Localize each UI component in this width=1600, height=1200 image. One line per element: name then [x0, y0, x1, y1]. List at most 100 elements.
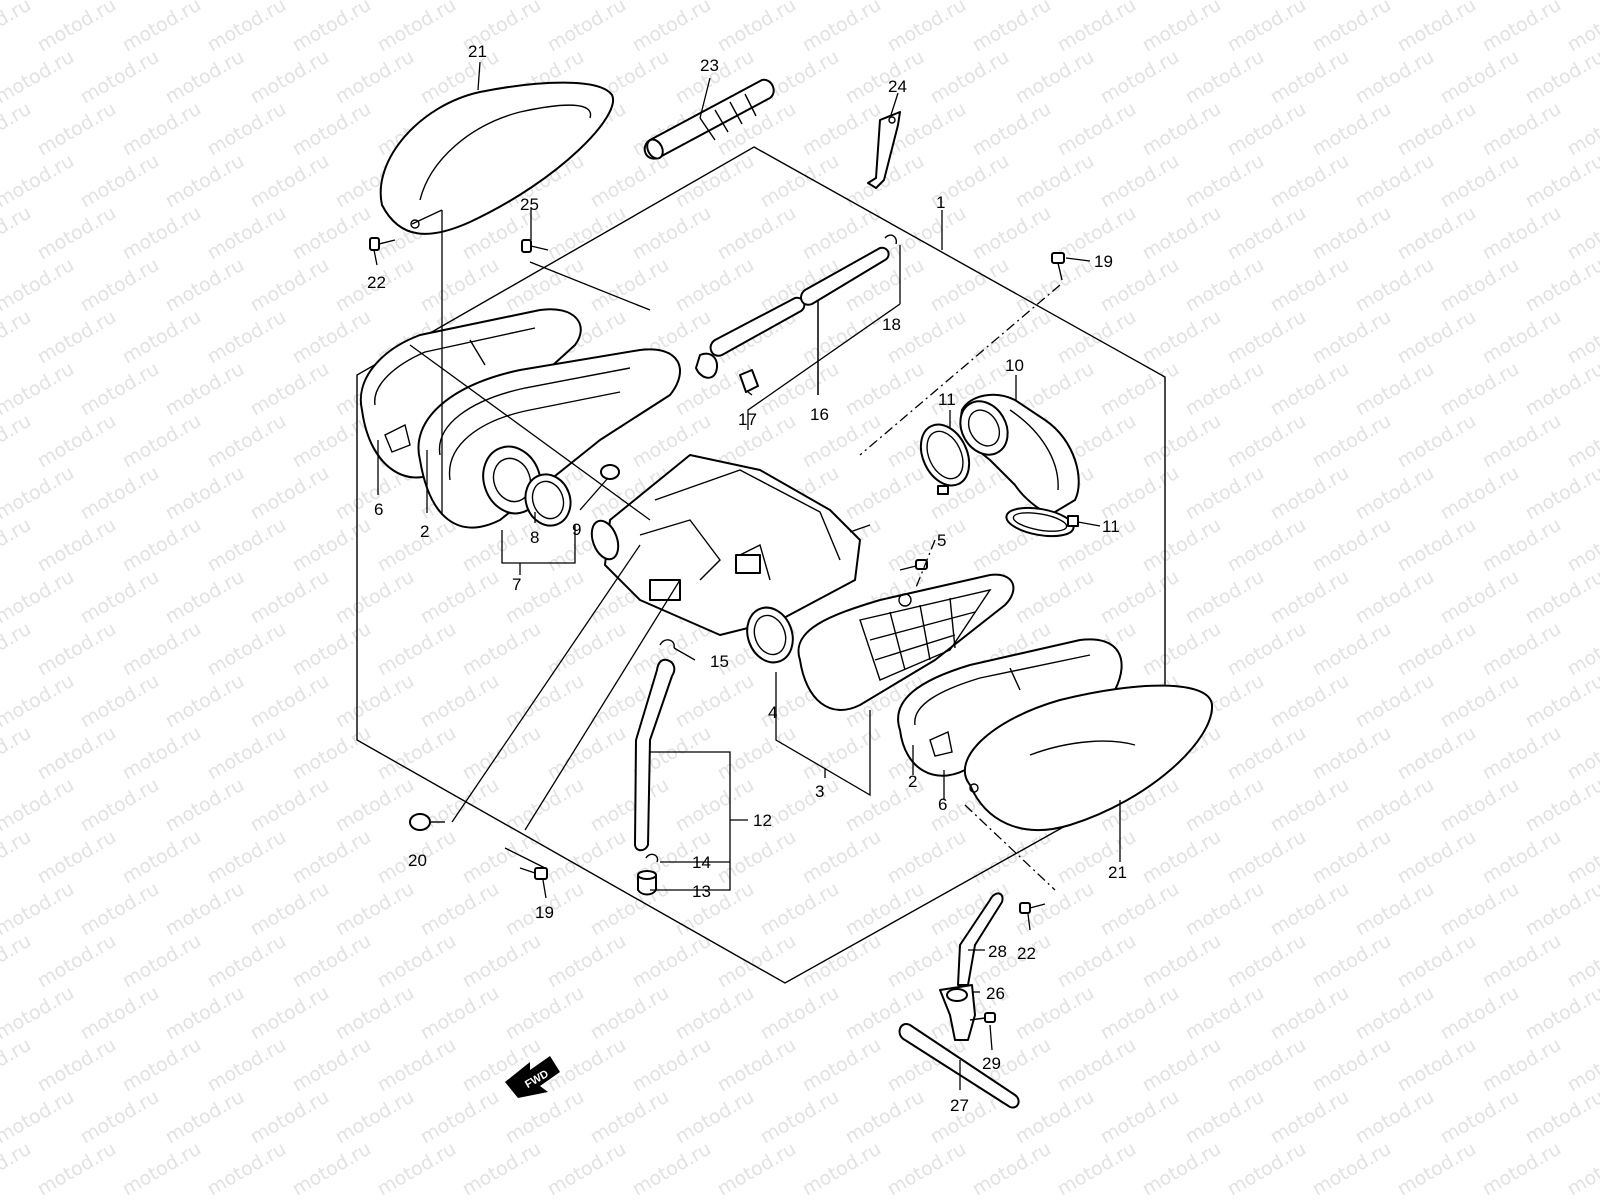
watermark-text: motod.ru [1097, 566, 1183, 629]
watermark-text: motod.ru [1309, 1138, 1395, 1200]
watermark-text: motod.ru [1479, 1138, 1565, 1200]
watermark-text: motod.ru [1522, 150, 1600, 213]
watermark-text: motod.ru [1267, 150, 1353, 213]
watermark-text: motod.ru [1394, 306, 1480, 369]
watermark-text: motod.ru [34, 514, 120, 577]
right-cover-part-21 [963, 684, 1214, 831]
callout-16: 16 [810, 405, 829, 424]
watermark-text: motod.ru [672, 774, 758, 837]
watermark-text: motod.ru [204, 826, 290, 889]
watermark-text: motod.ru [0, 358, 78, 421]
watermark-text: motod.ru [1267, 46, 1353, 109]
watermark-text: motod.ru [714, 202, 800, 265]
watermark-text: motod.ru [1097, 1086, 1183, 1149]
watermark-text: motod.ru [374, 1034, 460, 1097]
watermark-text: motod.ru [969, 202, 1055, 265]
callout-22: 22 [1017, 944, 1036, 963]
callout-24: 24 [888, 77, 907, 96]
watermark-text: motod.ru [1479, 826, 1565, 889]
watermark-text: motod.ru [714, 930, 800, 993]
watermark-text: motod.ru [884, 826, 970, 889]
clip-part-15 [659, 639, 675, 649]
watermark-text: motod.ru [927, 0, 1013, 4]
watermark-text: motod.ru [587, 878, 673, 941]
callout-11: 11 [938, 390, 956, 409]
watermark-text: motod.ru [289, 410, 375, 473]
watermark-text: motod.ru [1309, 618, 1395, 681]
watermark-text: motod.ru [1522, 878, 1600, 941]
watermark-text: motod.ru [544, 0, 630, 56]
watermark-text: motod.ru [1139, 1138, 1225, 1200]
watermark-text: motod.ru [0, 254, 78, 317]
watermark-text: motod.ru [1309, 514, 1395, 577]
watermark-text: motod.ru [969, 826, 1055, 889]
watermark-text: motod.ru [162, 982, 248, 1045]
watermark-text: motod.ru [204, 930, 290, 993]
watermark-text: motod.ru [1267, 878, 1353, 941]
watermark-text: motod.ru [77, 254, 163, 317]
watermark-text: motod.ru [34, 722, 120, 785]
watermark-text: motod.ru [842, 1086, 928, 1149]
watermark-text: motod.ru [1224, 306, 1310, 369]
watermark-text: motod.ru [1394, 410, 1480, 473]
screw-part-25 [521, 239, 549, 253]
watermark-text: motod.ru [1182, 1086, 1268, 1149]
watermark-text: motod.ru [1352, 670, 1438, 733]
watermark-text: motod.ru [1564, 1138, 1600, 1200]
watermark-text: motod.ru [1139, 1034, 1225, 1097]
watermark-text: motod.ru [1267, 566, 1353, 629]
watermark-text: motod.ru [247, 566, 333, 629]
watermark-text: motod.ru [1267, 982, 1353, 1045]
watermark-text: motod.ru [629, 1138, 715, 1200]
watermark-text: motod.ru [119, 1034, 205, 1097]
watermark-text: motod.ru [1224, 514, 1310, 577]
watermark-text: motod.ru [1054, 306, 1140, 369]
watermark-text: motod.ru [714, 1034, 800, 1097]
watermark-text: motod.ru [1054, 826, 1140, 889]
callout-3: 3 [815, 782, 824, 801]
watermark-text: motod.ru [969, 1138, 1055, 1200]
watermark-text: motod.ru [417, 1086, 503, 1149]
watermark-text: motod.ru [119, 0, 205, 56]
watermark-text: motod.ru [587, 1086, 673, 1149]
watermark-text: motod.ru [162, 150, 248, 213]
watermark-text: motod.ru [1479, 722, 1565, 785]
watermark-text: motod.ru [1522, 254, 1600, 317]
watermark-text: motod.ru [1479, 930, 1565, 993]
watermark-text: motod.ru [1224, 1138, 1310, 1200]
watermark-text: motod.ru [1267, 670, 1353, 733]
callout-14: 14 [692, 853, 711, 872]
watermark-text: motod.ru [247, 670, 333, 733]
watermark-text: motod.ru [672, 982, 758, 1045]
watermark-text: motod.ru [1437, 0, 1523, 4]
watermark-text: motod.ru [1309, 98, 1395, 161]
watermark-text: motod.ru [1224, 826, 1310, 889]
watermark-text: motod.ru [1139, 202, 1225, 265]
screw-part-22-bottom [1019, 902, 1046, 914]
leader-lines [373, 61, 1121, 1090]
watermark-text: motod.ru [459, 722, 545, 785]
watermark-text: motod.ru [1479, 306, 1565, 369]
watermark-text: motod.ru [1139, 410, 1225, 473]
watermark-text: motod.ru [34, 0, 120, 56]
watermark-text: motod.ru [1012, 1086, 1098, 1149]
watermark-text: motod.ru [969, 98, 1055, 161]
watermark-text: motod.ru [34, 618, 120, 681]
callout-29: 29 [982, 1054, 1001, 1073]
watermark-text: motod.ru [34, 202, 120, 265]
watermark-text: motod.ru [162, 878, 248, 941]
watermark-text: motod.ru [629, 1034, 715, 1097]
watermark-text: motod.ru [1437, 46, 1523, 109]
watermark-text: motod.ru [204, 410, 290, 473]
valve-part-26 [939, 984, 976, 1041]
watermark-text: motod.ru [0, 722, 35, 785]
watermark-text: motod.ru [1182, 358, 1268, 421]
watermark-text: motod.ru [1394, 202, 1480, 265]
watermark-text: motod.ru [247, 878, 333, 941]
watermark-text: motod.ru [417, 0, 503, 4]
watermark-text: motod.ru [587, 0, 673, 4]
callout-2: 2 [420, 522, 429, 541]
watermark-text: motod.ru [77, 462, 163, 525]
watermark-text: motod.ru [459, 618, 545, 681]
watermark-text: motod.ru [1267, 0, 1353, 4]
